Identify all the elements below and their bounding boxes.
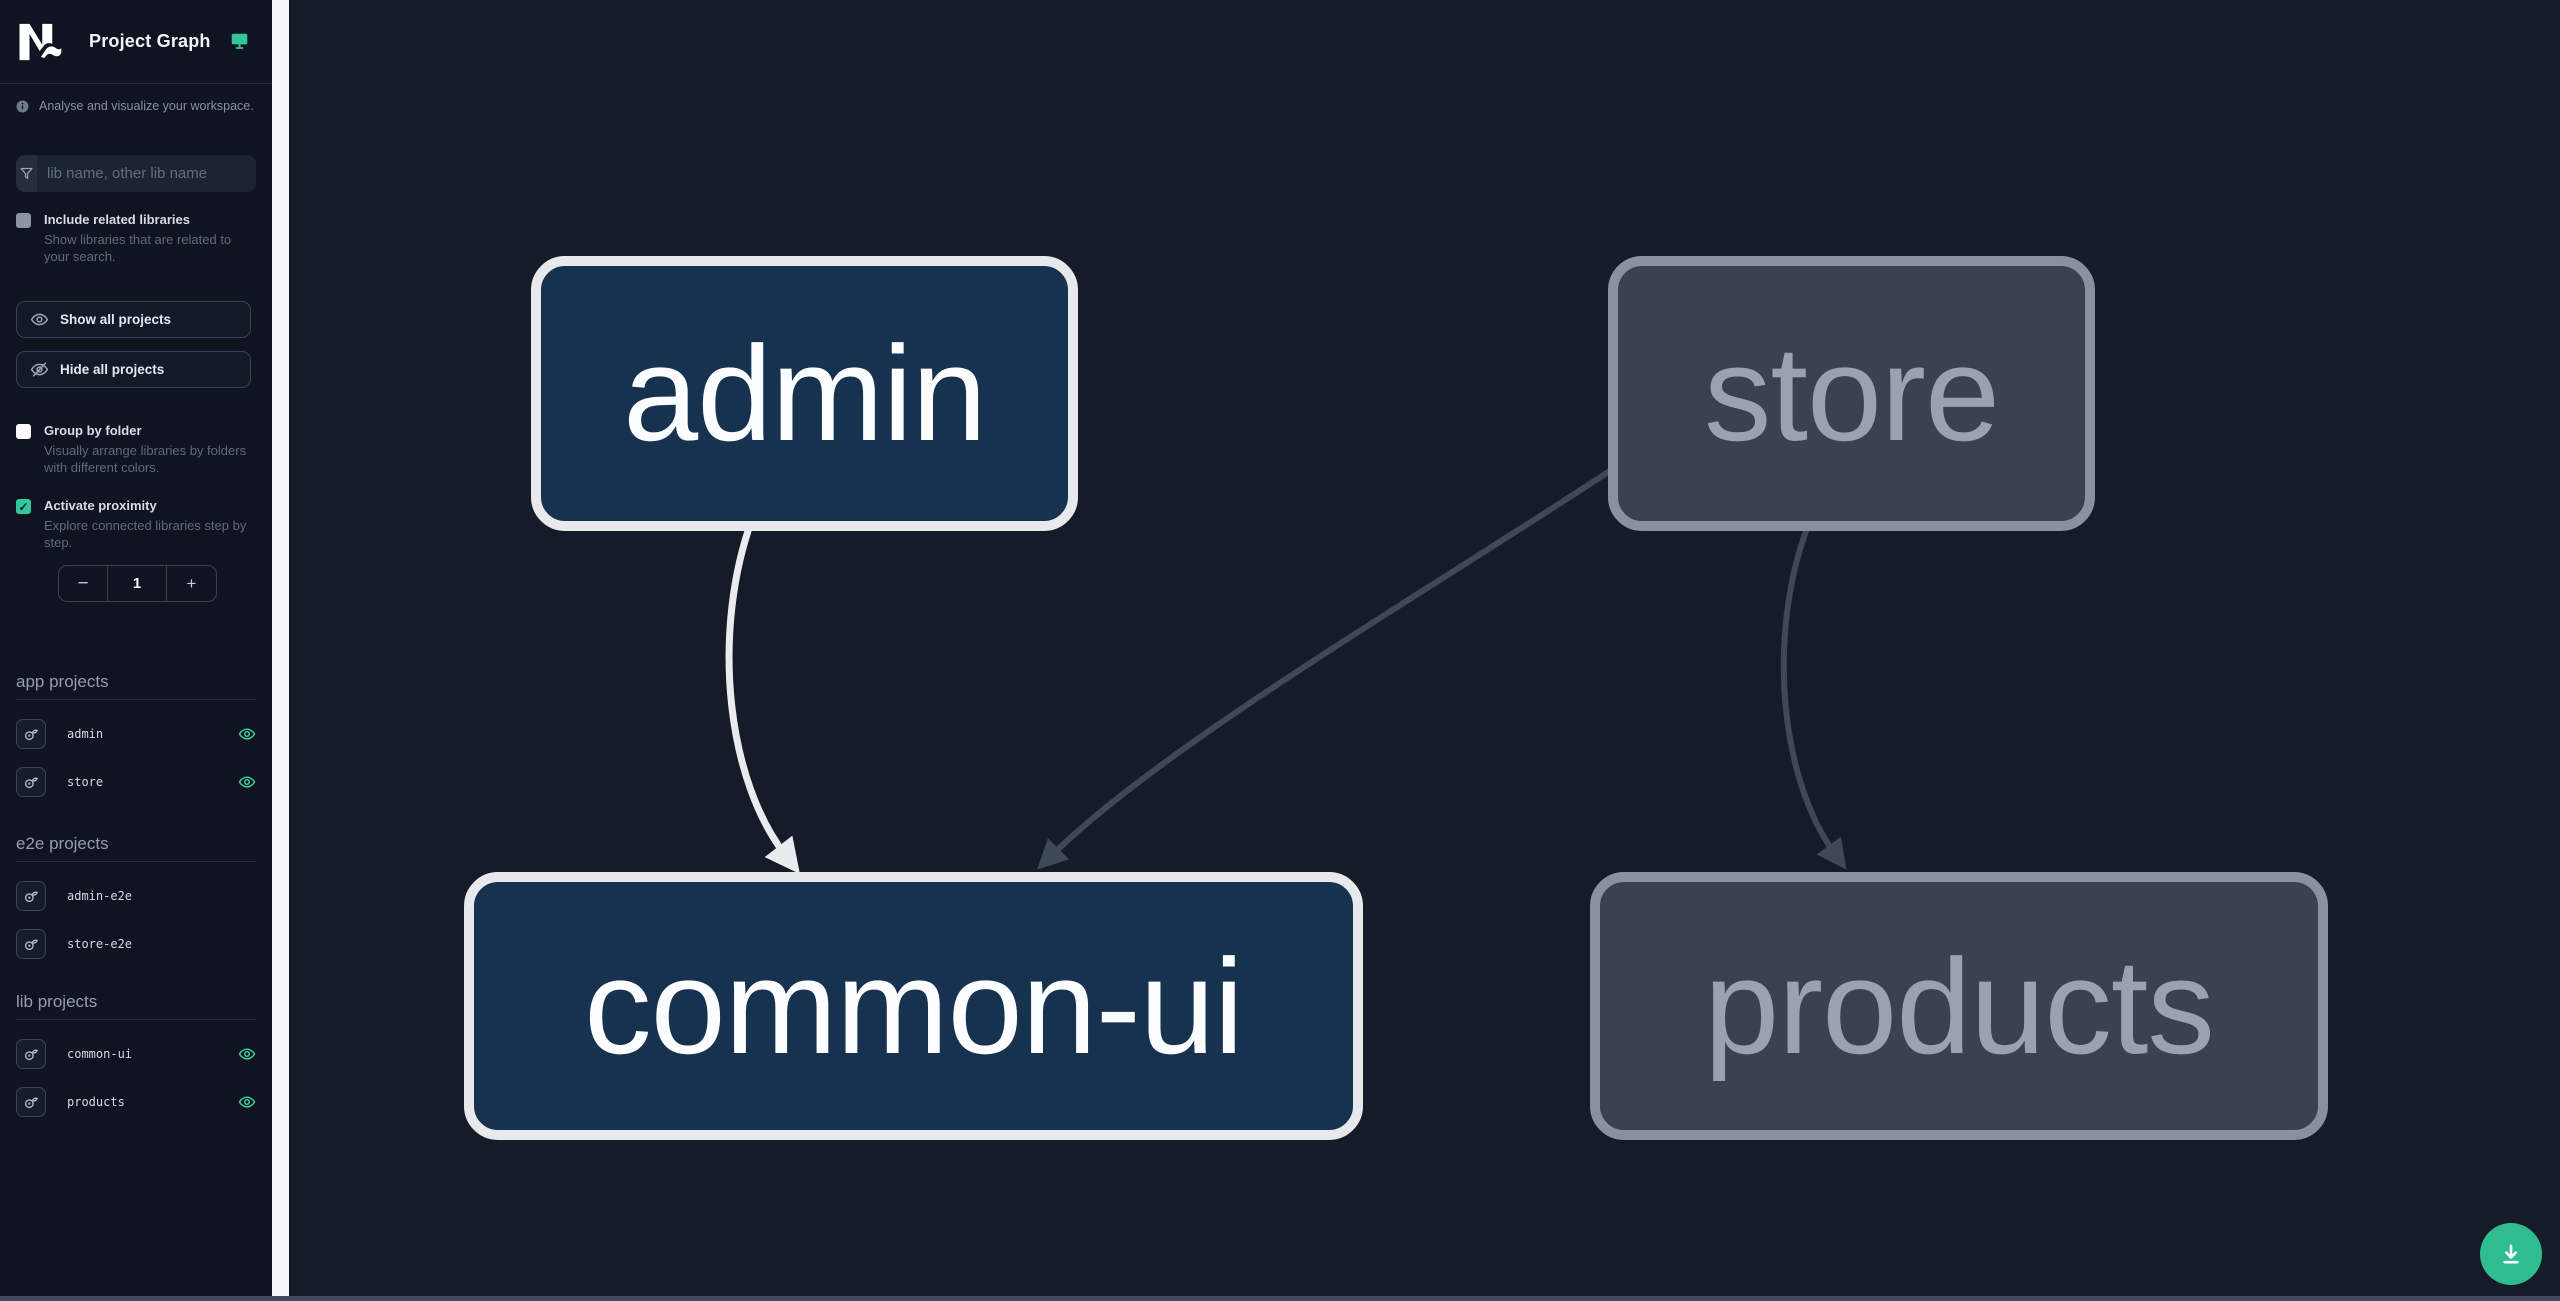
focus-project-button[interactable] (16, 1087, 46, 1117)
section-divider (16, 1019, 256, 1020)
project-name[interactable]: common-ui (67, 1047, 133, 1061)
increment-button[interactable]: + (186, 573, 197, 593)
focus-project-button[interactable] (16, 719, 46, 749)
project-name[interactable]: products (67, 1095, 125, 1109)
focus-project-button[interactable] (16, 881, 46, 911)
hide-all-projects-button[interactable]: Hide all projects (16, 351, 251, 388)
focus-icon (24, 729, 38, 741)
proximity-value: 1 (108, 566, 167, 601)
toggle-description: Show libraries that are related to your … (44, 232, 232, 264)
node-admin[interactable]: admin (531, 256, 1078, 531)
node-common-ui[interactable]: common-ui (464, 872, 1363, 1140)
section-title: app projects (16, 672, 109, 691)
section-title: e2e projects (16, 834, 109, 853)
focus-icon (24, 777, 38, 789)
focus-project-button[interactable] (16, 1039, 46, 1069)
project-name[interactable]: admin (67, 727, 104, 741)
eye-icon[interactable] (238, 725, 256, 743)
download-icon (2503, 1244, 2519, 1264)
tagline-text: Analyse and visualize your workspace. (39, 99, 254, 113)
toggle-label[interactable]: Group by folder (44, 423, 142, 438)
show-all-label: Show all projects (60, 312, 172, 327)
edge-store-to-products[interactable] (1780, 528, 1847, 870)
eye-icon[interactable] (238, 773, 256, 791)
focus-icon (24, 939, 38, 951)
node-label: store (1703, 318, 2000, 469)
focus-icon (24, 891, 38, 903)
info-icon (16, 100, 29, 112)
project-row-products: products (16, 1087, 256, 1117)
eye-icon (30, 313, 49, 326)
graph-canvas[interactable]: admin store common-ui products (289, 0, 2560, 1301)
sidebar-header: Project Graph (0, 0, 272, 83)
horizontal-scrollbar[interactable] (0, 1296, 2560, 1301)
section-divider (16, 861, 256, 862)
section-e2e-projects: e2e projects admin-e2e store-e2e (0, 834, 272, 959)
group-by-folder-checkbox[interactable] (16, 424, 31, 439)
toggle-description: Explore connected libraries step by step… (44, 518, 247, 550)
download-image-button[interactable] (2480, 1223, 2542, 1285)
project-row-common-ui: common-ui (16, 1039, 256, 1069)
toggle-activate-proximity: ✓ Activate proximity Explore connected l… (0, 497, 272, 551)
sidebar: Project Graph Analyse and visualize your… (0, 0, 272, 1301)
page-title: Project Graph (89, 31, 211, 51)
activate-proximity-checkbox[interactable]: ✓ (16, 499, 31, 514)
toggle-label[interactable]: Activate proximity (44, 498, 157, 513)
eye-off-icon (30, 362, 49, 377)
project-row-store-e2e: store-e2e (16, 929, 256, 959)
proximity-stepper: − 1 + (58, 565, 217, 602)
monitor-icon[interactable] (231, 32, 248, 51)
focus-project-button[interactable] (16, 767, 46, 797)
edge-store-to-common-ui[interactable] (1037, 452, 1637, 870)
workspace-tagline: Analyse and visualize your workspace. (0, 84, 272, 113)
project-row-admin: admin (16, 719, 256, 749)
section-divider (16, 699, 256, 700)
graph-edges (725, 452, 1847, 874)
node-label: common-ui (584, 930, 1244, 1082)
eye-icon[interactable] (238, 1093, 256, 1111)
funnel-icon (16, 155, 37, 192)
decrement-button[interactable]: − (59, 566, 108, 601)
focus-icon (24, 1097, 38, 1109)
project-row-admin-e2e: admin-e2e (16, 881, 256, 911)
project-name[interactable]: store (67, 775, 104, 789)
eye-icon[interactable] (238, 1045, 256, 1063)
section-app-projects: app projects admin (0, 672, 272, 797)
toggle-include-related: Include related libraries Show libraries… (0, 211, 272, 265)
nx-logo-icon (19, 23, 62, 60)
edge-admin-to-common-ui[interactable] (725, 527, 800, 874)
show-all-projects-button[interactable]: Show all projects (16, 301, 251, 338)
project-name[interactable]: store-e2e (67, 937, 133, 951)
node-store[interactable]: store (1608, 256, 2095, 531)
toggle-description: Visually arrange libraries by folders wi… (44, 443, 247, 475)
include-related-checkbox[interactable] (16, 213, 31, 228)
project-name[interactable]: admin-e2e (67, 889, 133, 903)
sidebar-scrollbar-gutter[interactable] (272, 0, 289, 1301)
project-row-store: store (16, 767, 256, 797)
node-products[interactable]: products (1590, 872, 2328, 1140)
section-lib-projects: lib projects common-ui (0, 992, 272, 1117)
focus-project-button[interactable] (16, 929, 46, 959)
header-divider (0, 83, 272, 84)
toggle-group-by-folder: Group by folder Visually arrange librari… (0, 422, 272, 476)
hide-all-label: Hide all projects (60, 362, 165, 377)
focus-icon (24, 1049, 38, 1061)
node-label: admin (623, 318, 987, 469)
filter-input[interactable] (37, 155, 256, 192)
filter-box (16, 155, 256, 192)
toggle-label[interactable]: Include related libraries (44, 212, 190, 227)
section-title: lib projects (16, 992, 98, 1011)
node-label: products (1704, 930, 2215, 1082)
